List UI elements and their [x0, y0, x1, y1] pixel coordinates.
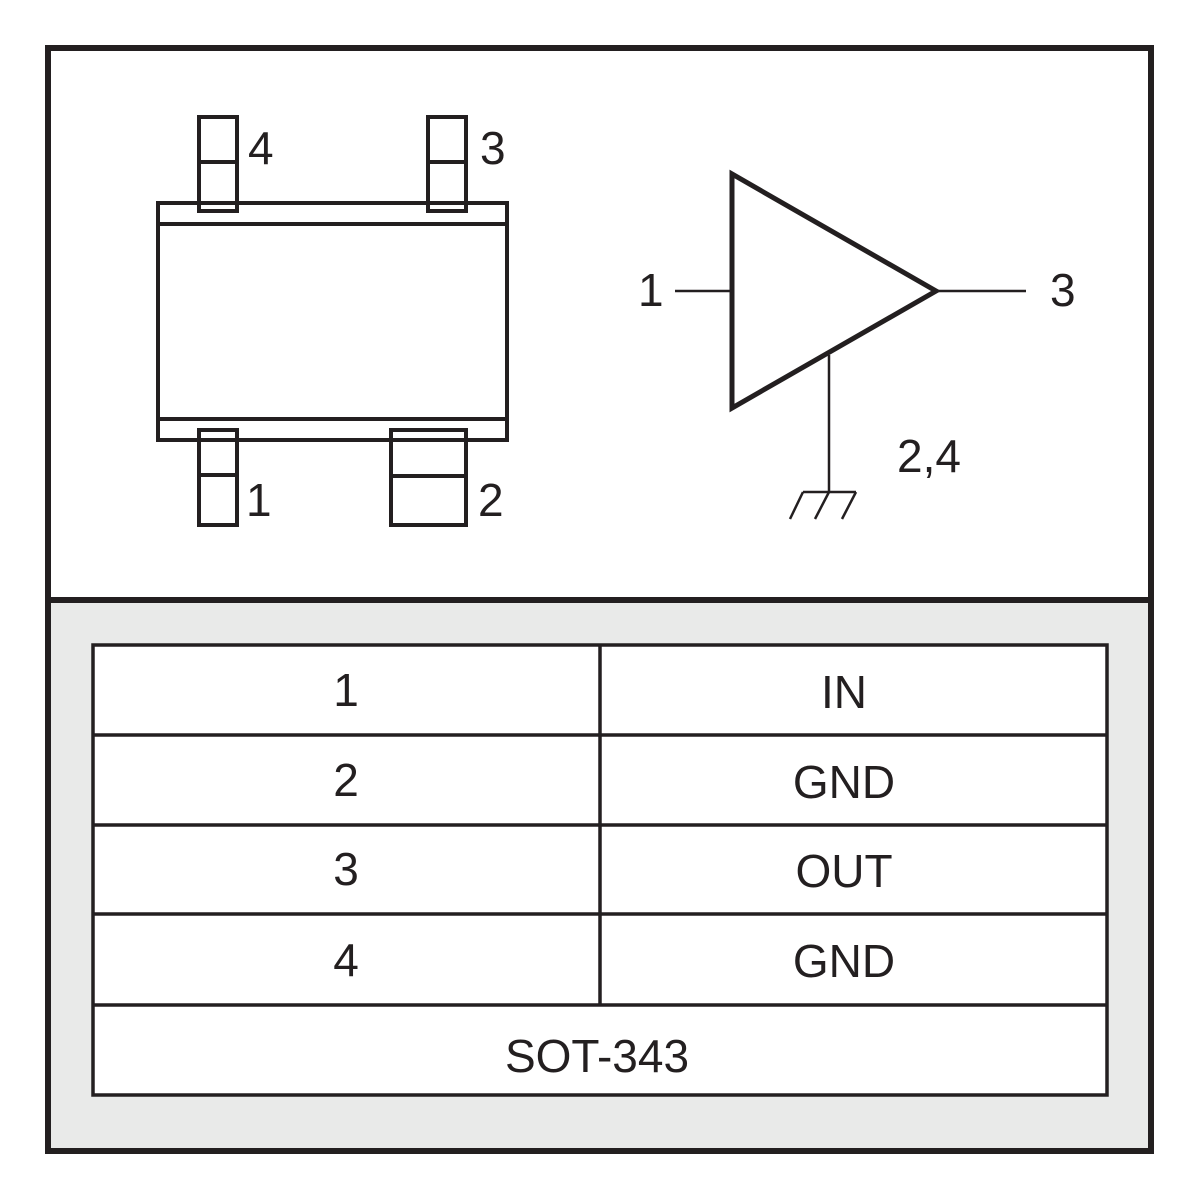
table-function-cell: GND [793, 756, 895, 808]
package-outline [156, 201, 509, 442]
table-pin-cell: 4 [333, 934, 359, 986]
table-package-name: SOT-343 [505, 1030, 689, 1082]
pin-4-label: 4 [248, 122, 274, 174]
pin-3-label: 3 [480, 122, 506, 174]
amplifier-triangle-symbol [729, 169, 942, 413]
table-function-cell: OUT [795, 845, 892, 897]
pin-2-lead [389, 428, 468, 527]
pin-2-label: 2 [478, 474, 504, 526]
pin-table [91, 643, 1109, 1097]
pin-1-label: 1 [246, 474, 272, 526]
schematic-input-label: 1 [638, 264, 664, 316]
ground-icon [788, 490, 858, 520]
pin-1-lead [197, 428, 239, 527]
pin-4-lead [197, 115, 239, 213]
table-function-cell: IN [821, 666, 867, 718]
table-pin-cell: 3 [333, 843, 359, 895]
pin-3-lead [426, 115, 468, 213]
table-pin-cell: 2 [333, 754, 359, 806]
schematic-output-label: 3 [1050, 264, 1076, 316]
table-function-cell: GND [793, 935, 895, 987]
schematic-ground-label: 2,4 [897, 430, 961, 482]
table-pin-cell: 1 [333, 664, 359, 716]
